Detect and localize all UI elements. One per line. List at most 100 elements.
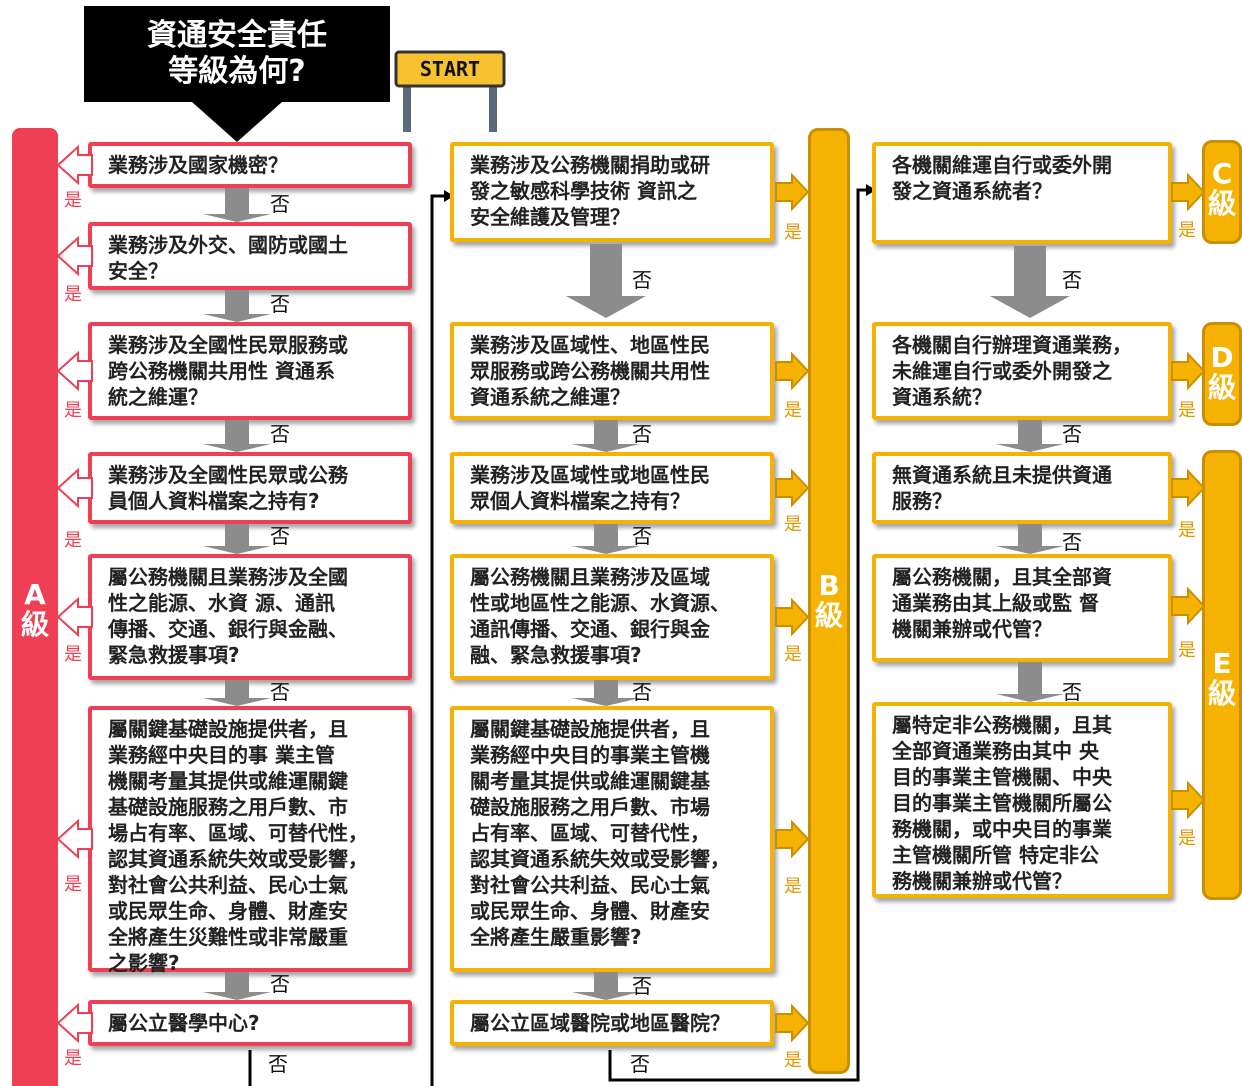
level-b-bar: B 級 <box>808 128 850 1074</box>
no-arrow-c3 <box>996 524 1064 554</box>
level-d-bar: D 級 <box>1202 322 1242 426</box>
yes-label-a4: 是 <box>64 530 82 551</box>
no-label-a2: 否 <box>270 292 290 316</box>
level-b-label: B 級 <box>814 569 843 632</box>
question-c3: 無資通系統且未提供資通 服務？ <box>872 452 1172 524</box>
yes-label-c5: 是 <box>1178 828 1196 849</box>
yes-label-c4: 是 <box>1178 640 1196 661</box>
question-b5: 屬關鍵基礎設施提供者，且 業務經中央目的事業主管機 關考量其提供或維運關鍵基 礎… <box>450 706 774 972</box>
arrowhead-b-to-c <box>866 184 876 196</box>
yes-label-b2: 是 <box>784 400 802 421</box>
no-label-c2: 否 <box>1062 422 1082 446</box>
no-arrow-b4 <box>572 680 640 706</box>
level-e-label: E 級 <box>1207 647 1236 710</box>
yes-arrow-a1 <box>56 144 93 186</box>
question-c1: 各機關維運自行或委外開 發之資通系統者？ <box>872 142 1172 244</box>
yes-arrow-b6 <box>775 1003 810 1043</box>
no-label-a4: 否 <box>270 524 290 548</box>
connector-a-to-b <box>248 194 446 1086</box>
yes-arrow-c2 <box>1171 351 1206 391</box>
no-label-a5: 否 <box>270 680 290 704</box>
question-b2: 業務涉及區域性、地區性民 眾服務或跨公務機關共用性 資通系統之維運？ <box>450 322 774 420</box>
no-label-a7: 否 <box>268 1052 288 1076</box>
no-label-b3: 否 <box>632 524 652 548</box>
no-arrow-a3 <box>203 420 271 452</box>
no-arrow-b1 <box>566 244 646 318</box>
yes-arrow-c4 <box>1171 586 1206 626</box>
yes-arrow-c5 <box>1171 780 1206 820</box>
no-arrow-b5 <box>572 972 640 1000</box>
no-label-c3: 否 <box>1062 530 1082 554</box>
yes-label-c2: 是 <box>1178 400 1196 421</box>
level-a-bar: A 級 <box>12 128 58 1086</box>
yes-label-c1: 是 <box>1178 220 1196 241</box>
no-label-b4: 否 <box>632 680 652 704</box>
no-label-c4: 否 <box>1062 680 1082 704</box>
question-c4: 屬公務機關，且其全部資 通業務由其上級或監 督 機關兼辦或代管？ <box>872 554 1172 662</box>
title-pointer <box>192 102 282 142</box>
yes-arrow-b1 <box>775 172 810 212</box>
yes-label-a1: 是 <box>64 190 82 211</box>
yes-label-a6: 是 <box>64 874 82 895</box>
level-d-label: D 級 <box>1207 341 1236 404</box>
no-arrow-a4 <box>203 524 271 554</box>
no-label-b6: 否 <box>630 1052 650 1076</box>
no-arrow-a1 <box>203 188 271 222</box>
yes-label-b1: 是 <box>784 222 802 243</box>
start-sign-icon <box>394 50 506 132</box>
yes-label-c3: 是 <box>1178 520 1196 541</box>
yes-arrow-a7 <box>56 1002 93 1044</box>
yes-label-b6: 是 <box>784 1050 802 1071</box>
question-b6: 屬公立區域醫院或地區醫院？ <box>450 1000 774 1046</box>
no-label-c1: 否 <box>1062 268 1082 292</box>
no-arrow-a6 <box>203 972 271 1000</box>
yes-arrow-a6 <box>56 818 93 860</box>
flowchart-title: 資通安全責任 等級為何? <box>84 6 390 102</box>
yes-arrow-c3 <box>1171 468 1206 508</box>
yes-arrow-a4 <box>56 467 93 509</box>
yes-arrow-a2 <box>56 235 93 277</box>
yes-label-a3: 是 <box>64 400 82 421</box>
yes-arrow-b5 <box>775 819 810 859</box>
yes-arrow-b2 <box>775 351 810 391</box>
level-c-label: C 級 <box>1207 157 1236 220</box>
question-b4: 屬公務機關且業務涉及區域 性或地區性之能源、水資源、 通訊傳播、交通、銀行與金 … <box>450 554 774 680</box>
no-label-b5: 否 <box>632 974 652 998</box>
yes-label-b3: 是 <box>784 514 802 535</box>
no-arrow-b3 <box>572 524 640 554</box>
question-a7: 屬公立醫學中心? <box>88 1000 412 1046</box>
question-a3: 業務涉及全國性民眾服務或 跨公務機關共用性 資通系 統之維運？ <box>88 322 412 420</box>
no-label-a6: 否 <box>270 972 290 996</box>
no-label-a1: 否 <box>270 192 290 216</box>
start-label: START <box>419 57 481 81</box>
level-a-label: A 級 <box>20 578 49 641</box>
no-label-a3: 否 <box>270 422 290 446</box>
question-a6: 屬關鍵基礎設施提供者，且 業務經中央目的事 業主管 機關考量其提供或維運關鍵 基… <box>88 706 412 975</box>
level-c-bar: C 級 <box>1202 140 1242 244</box>
yes-arrow-b3 <box>775 468 810 508</box>
question-a5: 屬公務機關且業務涉及全國 性之能源、水資 源、通訊 傳播、交通、銀行與金融、 緊… <box>88 554 412 680</box>
question-b1: 業務涉及公務機關捐助或研 發之敏感科學技術 資訊之 安全維護及管理？ <box>450 142 774 242</box>
connector-b-to-c <box>608 188 868 1082</box>
yes-arrow-c1 <box>1171 172 1206 212</box>
question-b3: 業務涉及區域性或地區性民 眾個人資料檔案之持有？ <box>450 452 774 524</box>
no-arrow-b2 <box>572 420 640 452</box>
yes-arrow-b4 <box>775 597 810 637</box>
yes-arrow-a3 <box>56 350 93 392</box>
no-arrow-a5 <box>203 680 271 706</box>
question-a4: 業務涉及全國性民眾或公務 員個人資料檔案之持有? <box>88 452 412 524</box>
yes-label-a7: 是 <box>64 1048 82 1069</box>
yes-label-a2: 是 <box>64 284 82 305</box>
no-arrow-c4 <box>996 662 1064 702</box>
no-arrow-a2 <box>203 290 271 322</box>
question-c2: 各機關自行辦理資通業務， 未維運自行或委外開發之 資通系統？ <box>872 322 1172 420</box>
yes-arrow-a5 <box>56 596 93 638</box>
no-arrow-c2 <box>996 420 1064 452</box>
level-e-bar: E 級 <box>1202 450 1242 900</box>
yes-label-b5: 是 <box>784 876 802 897</box>
no-label-b1: 否 <box>632 268 652 292</box>
question-c5: 屬特定非公務機關，且其 全部資通業務由其中 央 目的事業主管機關、中央 目的事業… <box>872 702 1172 898</box>
question-a1: 業務涉及國家機密？ <box>88 142 412 188</box>
